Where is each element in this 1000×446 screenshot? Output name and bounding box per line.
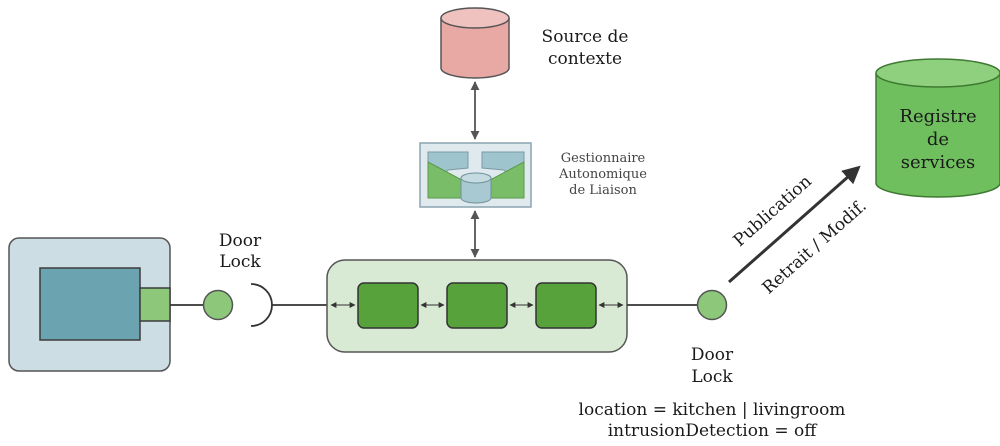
properties-line2: intrusionDetection = off: [608, 421, 818, 441]
right-port-label-line1: Door: [691, 345, 734, 365]
registry-label-line3: services: [901, 152, 975, 173]
left-provided-port: [202, 289, 234, 321]
service-registry-cylinder: [875, 58, 1000, 198]
source-label-line1: Source de: [542, 27, 629, 47]
publication-arrow: [728, 165, 861, 284]
source-label-line2: contexte: [548, 49, 622, 69]
publication-label: Publication: [730, 172, 816, 251]
context-source-cylinder: [440, 7, 510, 79]
registry-label-line1: Registre: [899, 106, 976, 127]
component-2: [446, 282, 508, 329]
left-port-label-line1: Door: [219, 231, 262, 251]
device-box: [8, 237, 171, 372]
registry-label-line2: de: [927, 129, 949, 150]
manager-label-line2: Autonomique: [558, 167, 647, 182]
component-1: [357, 282, 419, 329]
component-3: [535, 282, 597, 329]
binding-manager-icon: [419, 142, 532, 208]
required-socket: [250, 283, 273, 327]
right-port-label-line2: Lock: [691, 367, 733, 387]
left-port-label-line2: Lock: [219, 252, 261, 272]
manager-label-line3: de Liaison: [569, 183, 637, 198]
properties-line1: location = kitchen | livingroom: [579, 400, 846, 420]
manager-label-line1: Gestionnaire: [561, 151, 646, 166]
right-provided-port: [696, 289, 728, 321]
